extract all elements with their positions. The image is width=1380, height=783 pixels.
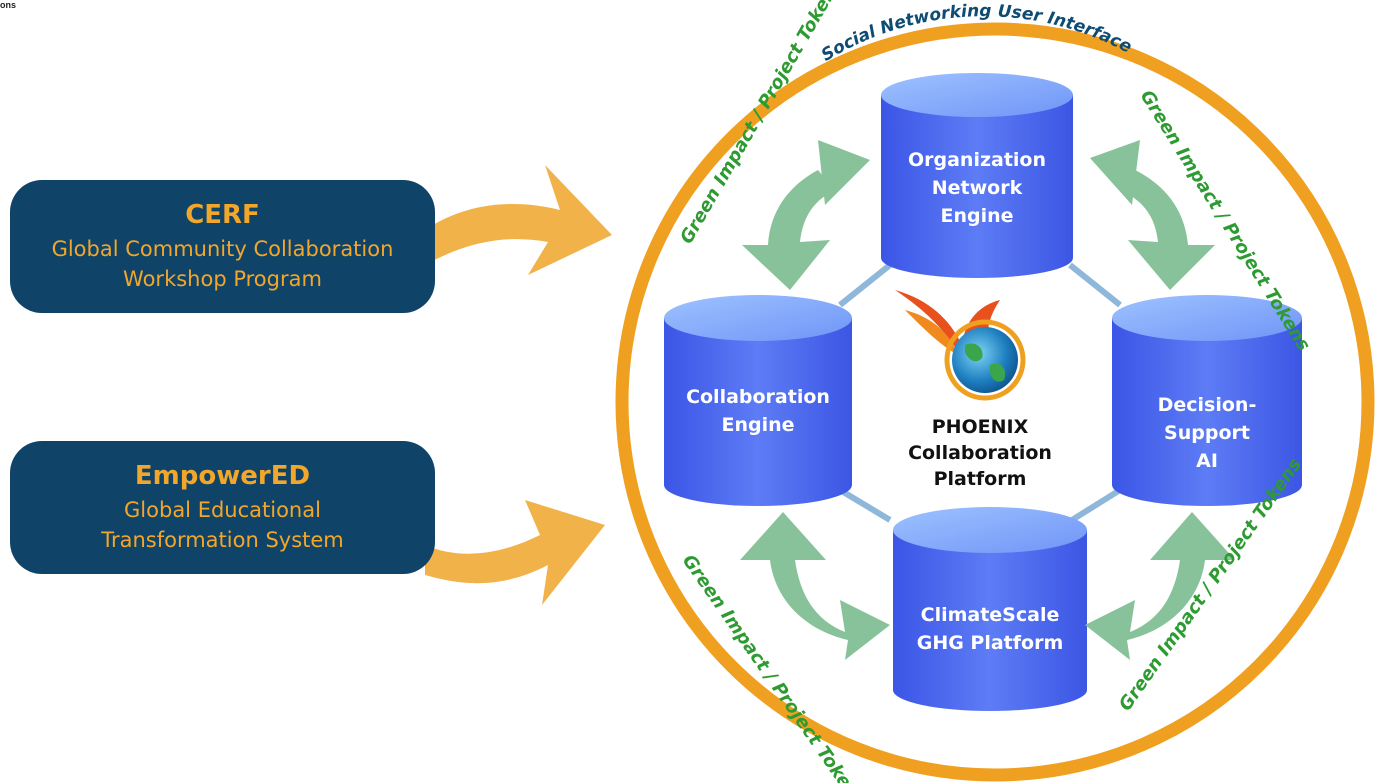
empowered-title: EmpowerED (134, 460, 311, 491)
collaboration-line-2: Engine (721, 414, 795, 436)
collaboration-line-1: Collaboration (686, 386, 830, 408)
organization-line-2: Network (931, 177, 1023, 199)
climate-line-2: GHG Platform (916, 632, 1064, 654)
phoenix-platform-label: PHOENIX Collaboration Platform (880, 414, 1080, 492)
cerf-title: CERF (185, 199, 260, 230)
cylinder-decision (1112, 295, 1302, 506)
input-box-empowered: EmpowerED Global Educational Transformat… (10, 441, 435, 574)
corner-text-fragment: ons (0, 0, 17, 10)
cerf-line-2: Workshop Program (123, 266, 322, 291)
collaboration-engine-label: Collaboration Engine (664, 383, 852, 439)
globe-icon (952, 327, 1018, 393)
input-arrow-empowered (425, 500, 605, 605)
phoenix-logo-icon (895, 290, 1026, 401)
cylinder-collaboration (664, 295, 852, 506)
token-arrow-bottom-right (1085, 512, 1235, 660)
organization-line-1: Organization (907, 149, 1047, 171)
climate-line-1: ClimateScale (920, 604, 1060, 626)
empowered-line-2: Transformation System (101, 527, 344, 552)
cylinder-climate (893, 507, 1087, 711)
organization-line-3: Engine (940, 205, 1014, 227)
center-line-1: PHOENIX (931, 416, 1029, 438)
token-arrow-top-right (1090, 140, 1215, 290)
token-arrow-top-left (742, 140, 870, 290)
decision-line-3: AI (1196, 450, 1218, 472)
decision-line-2: Support (1164, 422, 1250, 444)
token-label-top-left: Green Impact / Project Tokens (676, 0, 846, 247)
connector-lines (838, 262, 1122, 523)
decision-support-label: Decision- Support AI (1112, 391, 1302, 475)
center-line-3: Platform (933, 468, 1027, 490)
decision-line-1: Decision- (1157, 394, 1257, 416)
token-arrow-bottom-left (740, 512, 890, 660)
climate-scale-label: ClimateScale GHG Platform (893, 601, 1087, 657)
cerf-line-1: Global Community Collaboration (51, 236, 394, 261)
cylinder-organization (881, 73, 1073, 278)
organization-engine-label: Organization Network Engine (881, 146, 1073, 230)
input-arrow-cerf (425, 165, 612, 275)
input-box-cerf: CERF Global Community Collaboration Work… (10, 180, 435, 313)
outer-ring (615, 22, 1375, 782)
center-line-2: Collaboration (908, 442, 1052, 464)
empowered-line-1: Global Educational (124, 497, 321, 522)
